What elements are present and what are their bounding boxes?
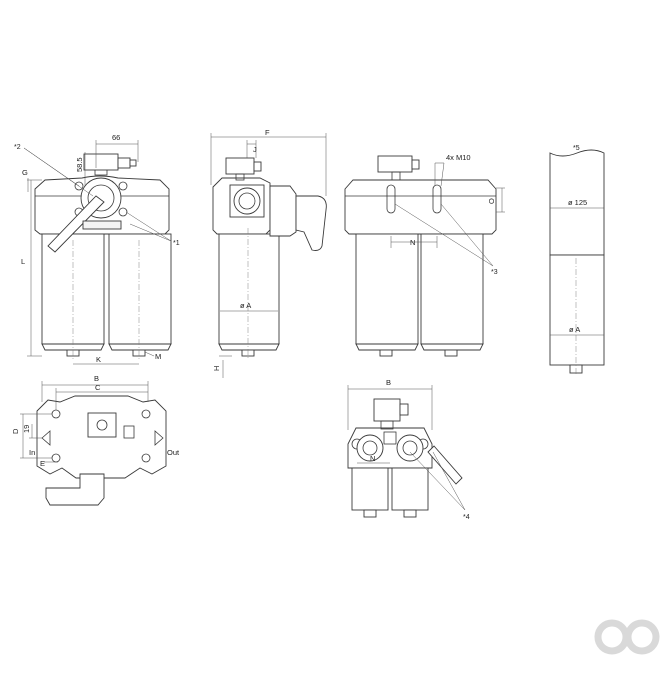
- callout-3: *3: [491, 269, 498, 276]
- dim-B-plan: B: [94, 374, 99, 383]
- dim-4xM10: 4x M10: [446, 153, 471, 162]
- callout-5: *5: [573, 145, 580, 152]
- port-out: Out: [167, 448, 180, 457]
- dim-19: 19: [22, 425, 31, 433]
- dim-O: O: [487, 198, 496, 204]
- side-view: [212, 157, 327, 360]
- dim-J: J: [253, 145, 257, 154]
- dim-G: G: [22, 168, 28, 177]
- rear-view: [344, 155, 497, 357]
- dim-66: 66: [112, 133, 120, 142]
- dim-phiA-side: ø A: [240, 301, 251, 310]
- dim-F: F: [265, 128, 270, 137]
- bottom-front-view: [347, 398, 463, 518]
- plan-view: [36, 395, 167, 506]
- dim-M: M: [155, 352, 161, 361]
- dim-phi125: ø 125: [568, 198, 587, 207]
- callout-1: *1: [173, 240, 180, 247]
- dim-B-bottom: B: [386, 378, 391, 387]
- dim-E: E: [40, 459, 45, 468]
- callout-2: *2: [14, 144, 21, 151]
- front-view-dimensions: 66 58.5 *2 *1 G L K M: [14, 133, 180, 365]
- element-view-dimensions: *5 ø 125 ø A: [550, 145, 604, 336]
- dim-phiA-element: ø A: [569, 325, 580, 334]
- dim-K: K: [96, 355, 101, 364]
- element-view: [549, 149, 605, 376]
- dim-N-bottom: N: [370, 454, 375, 463]
- front-view: [34, 153, 172, 360]
- dim-H: H: [212, 366, 221, 371]
- dim-L: L: [21, 257, 25, 266]
- brand-logo: [594, 619, 660, 655]
- callout-4: *4: [463, 514, 470, 521]
- side-view-dimensions: F J ø A H: [210, 128, 327, 378]
- port-in: In: [29, 448, 35, 457]
- dim-58-5: 58.5: [75, 157, 84, 172]
- plan-view-dimensions: B C D 19 In E Out: [11, 374, 180, 468]
- dim-C: C: [95, 383, 101, 392]
- rear-view-dimensions: 4x M10 O N *3: [390, 153, 505, 276]
- dim-D: D: [11, 428, 20, 434]
- bottom-front-view-dimensions: B N *4: [347, 378, 470, 521]
- dim-N-rear: N: [410, 238, 415, 247]
